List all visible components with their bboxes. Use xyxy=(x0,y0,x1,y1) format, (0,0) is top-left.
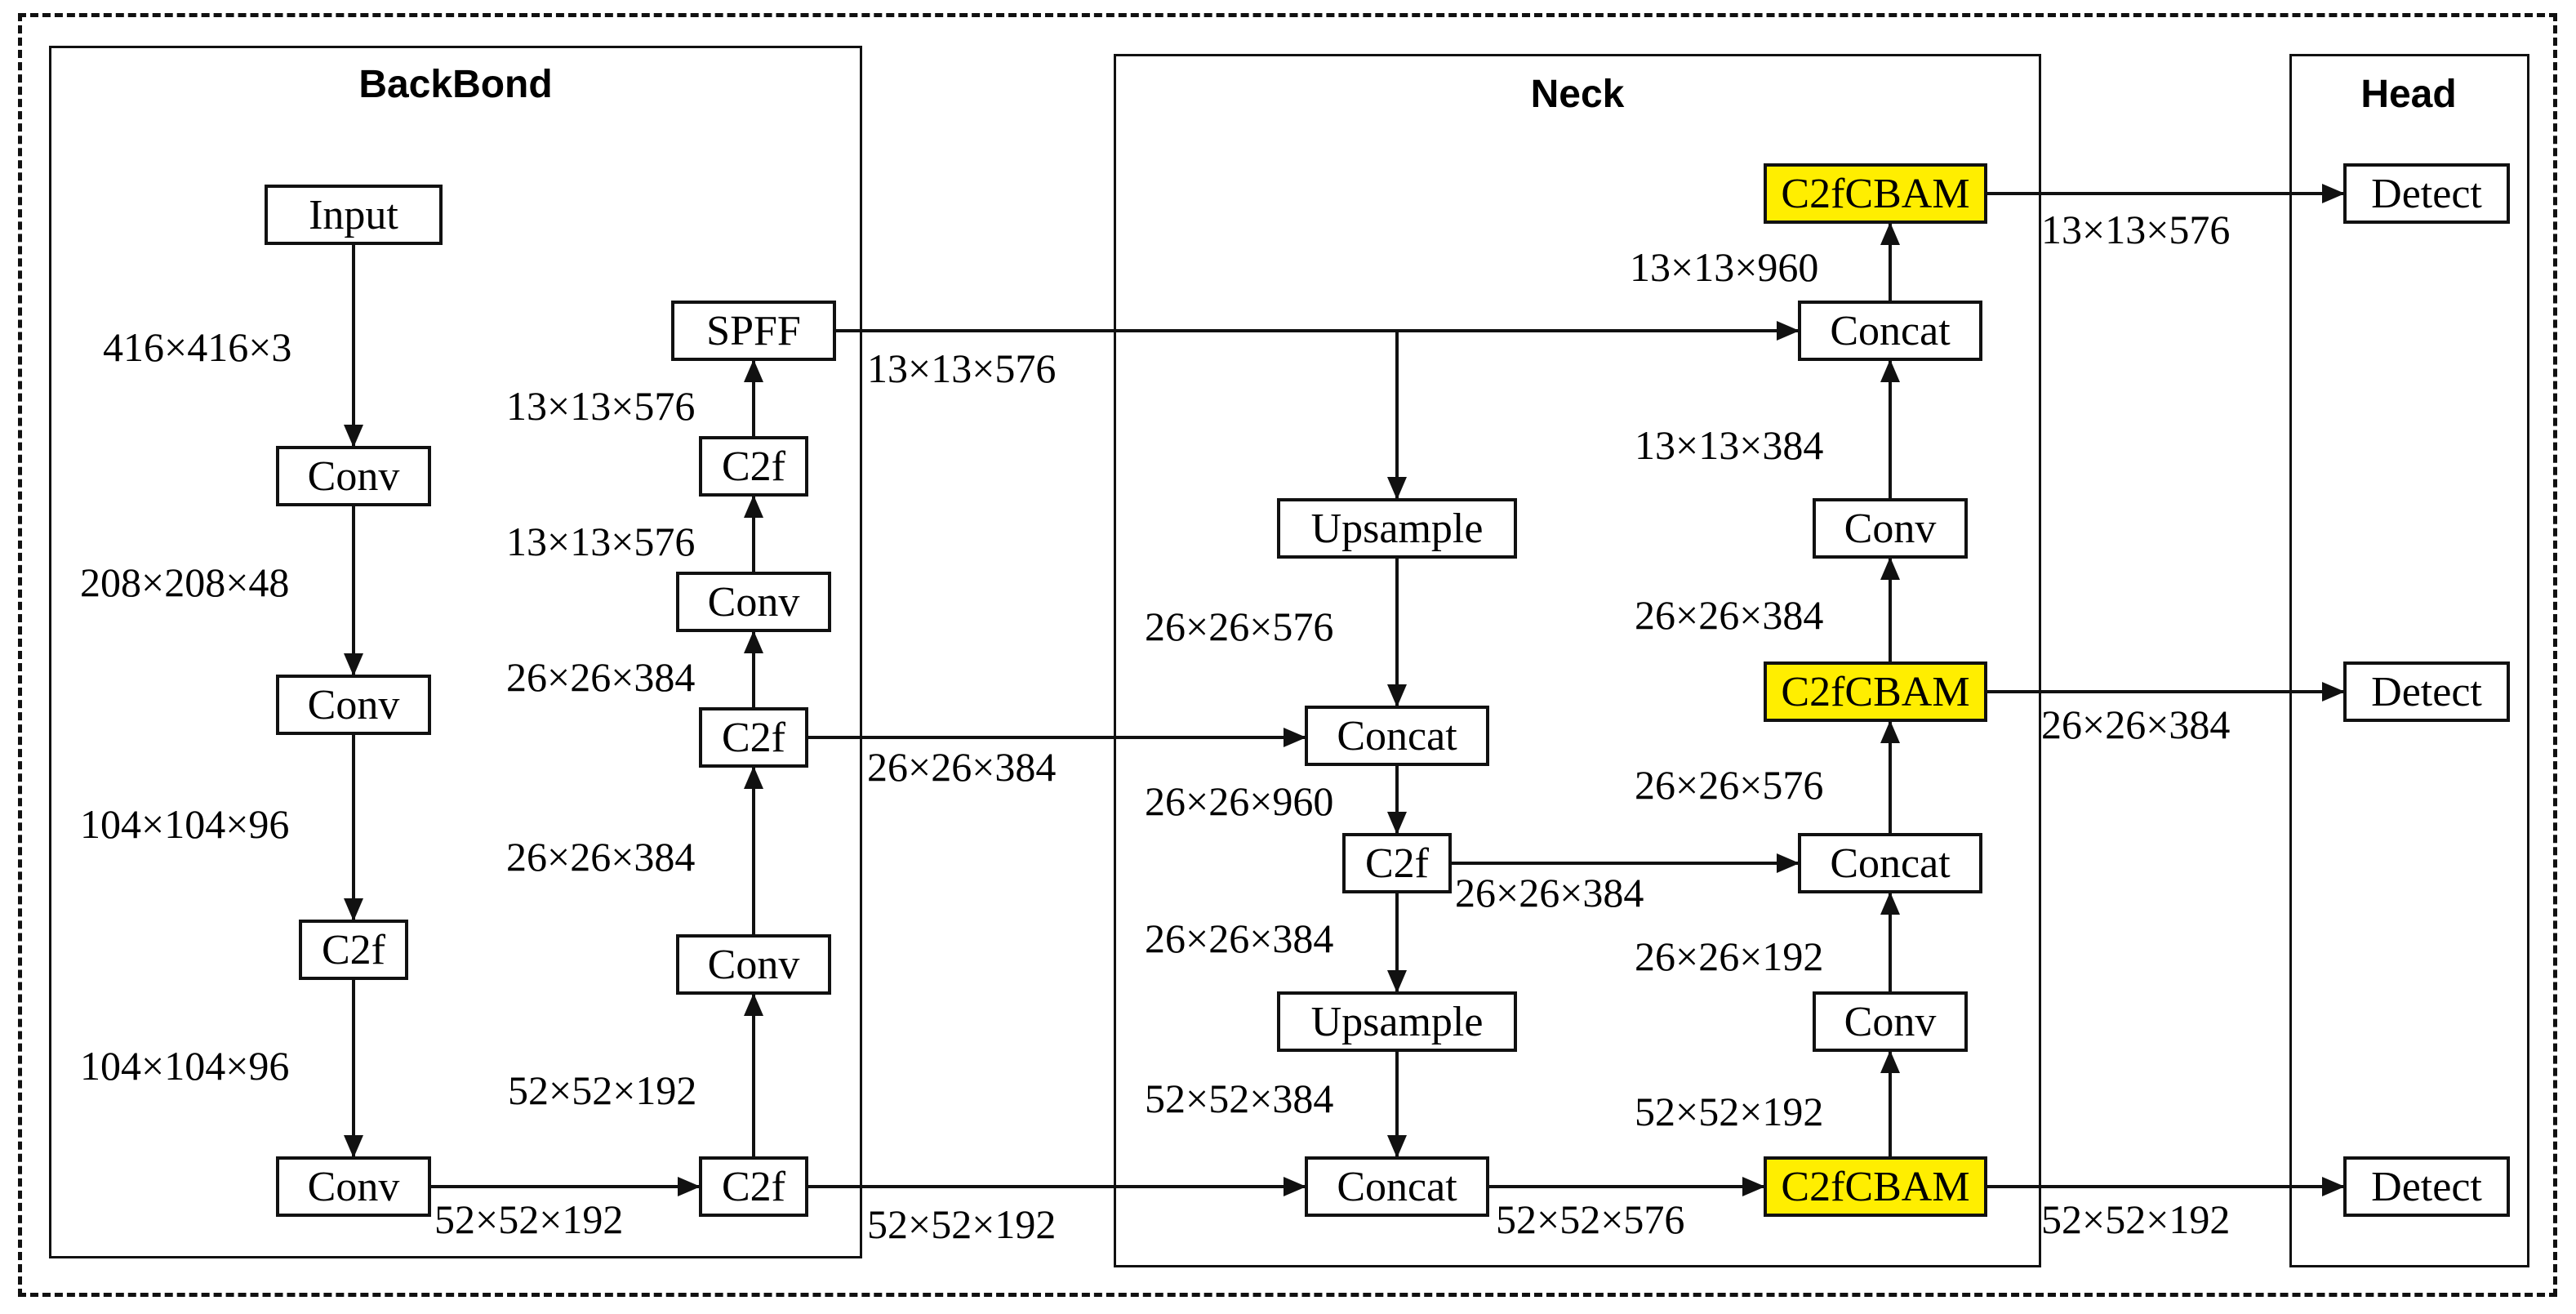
detect-mid-node: Detect xyxy=(2343,661,2510,722)
dim-conv-a-concat4: 13×13×384 xyxy=(1635,422,1824,468)
dim-c2f-concat3: 26×26×384 xyxy=(1455,870,1644,915)
neck-section xyxy=(1114,54,2041,1267)
dim-concat3-cbam: 26×26×576 xyxy=(1635,762,1824,808)
neck-conv-b-node: Conv xyxy=(1813,991,1968,1052)
dim-c2f4-spff: 13×13×576 xyxy=(506,383,696,429)
backbone-conv-1-node: Conv xyxy=(276,446,431,506)
dim-spff-neck: 13×13×576 xyxy=(867,345,1057,391)
dim-c2f3-conv5: 26×26×384 xyxy=(506,654,696,700)
dim-conv4-c2f3: 26×26×384 xyxy=(506,834,696,880)
head-title: Head xyxy=(2360,73,2457,116)
backbone-section xyxy=(49,46,862,1258)
backbone-title: BackBond xyxy=(358,63,553,106)
neck-concat-4-node: Concat xyxy=(1798,301,1982,361)
backbone-c2f-3-node: C2f xyxy=(699,707,808,768)
dim-cbam-conv-a: 26×26×384 xyxy=(1635,592,1824,638)
dim-conv-b-concat3: 26×26×192 xyxy=(1635,933,1824,979)
input-node: Input xyxy=(265,185,443,245)
dim-concat1-c2f: 26×26×960 xyxy=(1145,778,1334,824)
neck-concat-3-node: Concat xyxy=(1798,833,1982,893)
spff-node: SPFF xyxy=(671,301,836,361)
dim-c2f2-neck: 52×52×192 xyxy=(867,1201,1057,1247)
backbone-c2f-4-node: C2f xyxy=(699,436,808,497)
neck-upsample-1-node: Upsample xyxy=(1277,498,1517,559)
neck-upsample-2-node: Upsample xyxy=(1277,991,1517,1052)
dim-concat2-cbam: 52×52×576 xyxy=(1496,1196,1685,1242)
dim-cbam-conv-b: 52×52×192 xyxy=(1635,1089,1824,1134)
backbone-c2f-2-node: C2f xyxy=(699,1156,808,1217)
neck-c2f-node: C2f xyxy=(1342,833,1452,893)
neck-title: Neck xyxy=(1530,73,1625,116)
detect-top-node: Detect xyxy=(2343,163,2510,224)
backbone-conv-4-node: Conv xyxy=(676,934,831,995)
dim-c2f2-conv4: 52×52×192 xyxy=(508,1067,697,1113)
dim-c2f1-conv3: 104×104×96 xyxy=(80,1043,290,1089)
head-section xyxy=(2289,54,2529,1267)
backbone-c2f-1-node: C2f xyxy=(299,920,408,980)
dim-head-bottom: 52×52×192 xyxy=(2041,1196,2231,1242)
backbone-conv-3-node: Conv xyxy=(276,1156,431,1217)
neck-concat-1-node: Concat xyxy=(1305,706,1489,766)
dim-conv3-c2f2: 52×52×192 xyxy=(434,1196,624,1242)
dim-input-conv1: 416×416×3 xyxy=(103,324,292,370)
neck-conv-a-node: Conv xyxy=(1813,498,1968,559)
neck-c2fcbam-large-node: C2fCBAM xyxy=(1764,1156,1987,1217)
dim-conv2-c2f1: 104×104×96 xyxy=(80,801,290,847)
neck-c2fcbam-small-node: C2fCBAM xyxy=(1764,163,1987,224)
dim-concat4-cbam: 13×13×960 xyxy=(1630,244,1819,290)
backbone-conv-5-node: Conv xyxy=(676,572,831,632)
dim-head-top: 13×13×576 xyxy=(2041,207,2231,252)
dim-up1-concat1: 26×26×576 xyxy=(1145,604,1334,649)
dim-conv1-conv2: 208×208×48 xyxy=(80,559,290,605)
backbone-conv-2-node: Conv xyxy=(276,675,431,735)
neck-c2fcbam-mid-node: C2fCBAM xyxy=(1764,661,1987,722)
dim-c2f-up2: 26×26×384 xyxy=(1145,915,1334,961)
dim-up2-concat2: 52×52×384 xyxy=(1145,1076,1334,1121)
dim-c2f3-neck: 26×26×384 xyxy=(867,744,1057,790)
dim-conv5-c2f4: 13×13×576 xyxy=(506,519,696,564)
detect-bottom-node: Detect xyxy=(2343,1156,2510,1217)
dim-head-mid: 26×26×384 xyxy=(2041,702,2231,747)
outer-dashed-frame xyxy=(18,13,2557,1297)
neck-concat-2-node: Concat xyxy=(1305,1156,1489,1217)
